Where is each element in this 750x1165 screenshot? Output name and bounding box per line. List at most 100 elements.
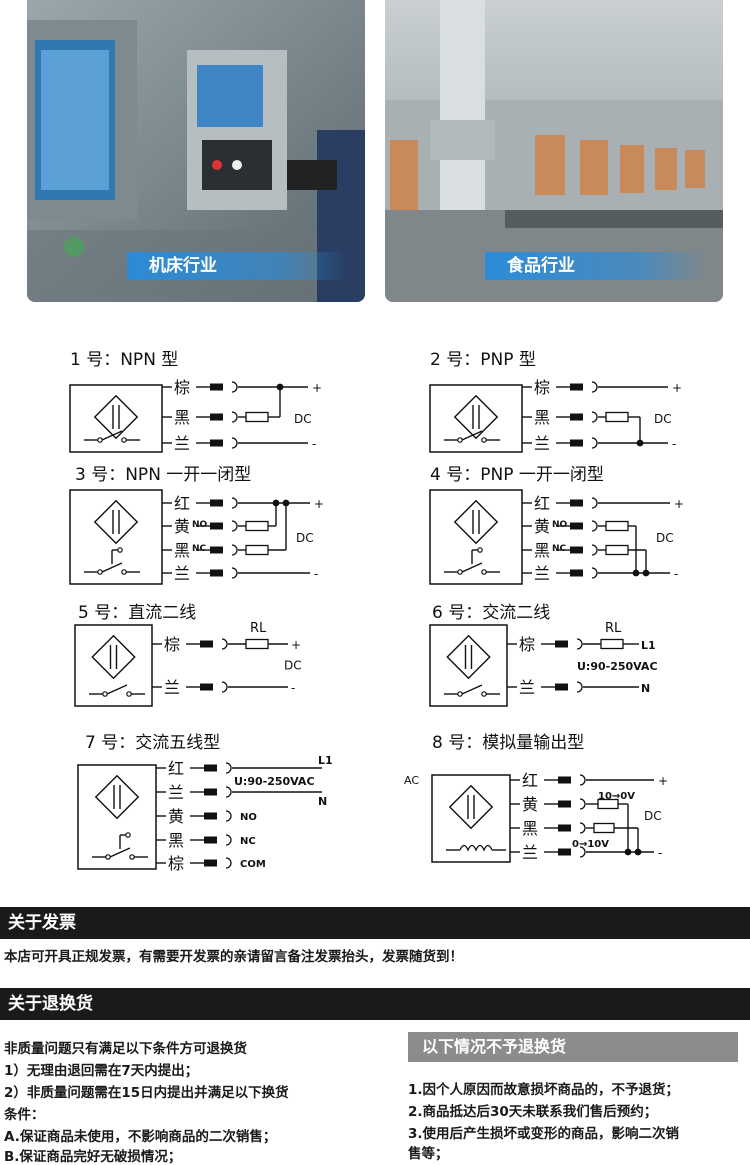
connector-plug: [558, 776, 571, 784]
plus-sign: +: [314, 497, 324, 511]
connector-socket: [231, 437, 238, 449]
switch-blade: [461, 562, 483, 573]
returns-left-line: B.保证商品完好无破损情况；: [4, 1149, 182, 1165]
dc-label: DC: [654, 412, 672, 426]
wire-color-label: 兰: [168, 783, 184, 802]
connector-socket: [591, 437, 598, 449]
connector-plug: [210, 546, 223, 554]
rl-label: RL: [605, 621, 622, 636]
returns-left-line: 非质量问题只有满足以下条件方可退换货: [4, 1041, 247, 1057]
plus-sign: +: [658, 774, 668, 788]
connector-socket: [591, 381, 598, 393]
wire-color-label: 黄: [168, 807, 184, 826]
connector-plug: [558, 824, 571, 832]
wire-color-label: 兰: [519, 678, 535, 697]
diagram-title: 8 号：模拟量输出型: [432, 733, 584, 753]
returns-left-line: A.保证商品未使用，不影响商品的二次销售；: [4, 1129, 277, 1145]
connector-socket: [225, 810, 232, 822]
connector-socket: [579, 846, 586, 858]
diagram-title: 4 号：PNP 一开一闭型: [430, 465, 604, 485]
switch-contact: [457, 691, 463, 697]
wire-color-label: 黑: [174, 541, 190, 560]
connector-plug: [204, 859, 217, 867]
plus-sign: +: [674, 497, 684, 511]
machine-tool-photo: 机床行业: [27, 0, 365, 302]
no-return-line: 售等；: [408, 1146, 449, 1162]
sensor-coil-icon: [93, 394, 139, 440]
connector-plug: [204, 764, 217, 772]
machine-tool-illustration: [27, 0, 365, 302]
connector-socket: [225, 786, 232, 798]
junction-dot: [624, 848, 632, 856]
connector-plug: [555, 683, 568, 691]
connector-socket: [591, 411, 598, 423]
dc-label: DC: [294, 412, 312, 426]
plus-sign: +: [672, 381, 682, 395]
connector-socket: [579, 822, 586, 834]
resistor: [245, 520, 269, 532]
dc-label: DC: [296, 531, 314, 545]
sensor-coil-icon: [94, 774, 140, 820]
range-label: 0→10V: [572, 839, 609, 850]
connector-socket: [231, 411, 238, 423]
n-label: N: [641, 682, 650, 695]
dc-label: DC: [644, 809, 662, 823]
wire-color-label: 黑: [534, 408, 550, 427]
voltage-label: U:90-250VAC: [577, 660, 658, 673]
nc-tag: NC: [192, 544, 207, 554]
sensor-body: [431, 774, 511, 863]
junction-dot: [282, 499, 290, 507]
switch-contact: [481, 569, 487, 575]
diagram-title: 2 号：PNP 型: [430, 350, 536, 370]
connector-socket: [576, 681, 583, 693]
connector-socket: [591, 544, 598, 556]
connector-socket: [591, 520, 598, 532]
connector-socket: [225, 857, 232, 869]
resistor: [605, 520, 629, 532]
wire-color-label: 棕: [534, 378, 550, 397]
connector-plug: [210, 499, 223, 507]
no-return-line: 3.使用后产生损坏或变形的商品，影响二次销: [408, 1126, 680, 1142]
switch-contact: [477, 547, 483, 553]
connector-plug: [570, 413, 583, 421]
connector-socket: [231, 497, 238, 509]
connector-socket: [225, 762, 232, 774]
switch-contact: [97, 569, 103, 575]
wire-color-label: 红: [168, 759, 184, 778]
diagram-title: 5 号：直流二线: [78, 603, 196, 623]
connector-plug: [570, 522, 583, 530]
connector-plug: [204, 836, 217, 844]
no-tag: NO: [192, 520, 208, 530]
returns-left-line: 2）非质量问题需在15日内提出并满足以下换货: [4, 1085, 289, 1101]
junction-dot: [634, 848, 642, 856]
resistor: [600, 638, 624, 650]
connector-socket: [231, 544, 238, 556]
connector-plug: [570, 569, 583, 577]
sensor-coil-icon: [453, 394, 499, 440]
connector-plug: [200, 640, 213, 648]
connector-socket: [579, 774, 586, 786]
returns-left-line: 1）无理由退回需在7天内提出；: [4, 1063, 199, 1079]
returns-left-line: 条件：: [4, 1107, 45, 1123]
diagram-title: 3 号：NPN 一开一闭型: [75, 465, 251, 485]
connector-plug: [558, 800, 571, 808]
connector-socket: [576, 638, 583, 650]
junction-dot: [276, 383, 284, 391]
connector-plug: [555, 640, 568, 648]
wire-color-label: 兰: [174, 434, 190, 453]
wire-color-label: 棕: [519, 635, 535, 654]
switch-blade: [101, 430, 123, 441]
connector-plug: [204, 788, 217, 796]
junction-dot: [642, 569, 650, 577]
output-label: NC: [240, 836, 256, 847]
resistor: [245, 638, 269, 650]
wire-color-label: 棕: [168, 854, 184, 873]
switch-contact: [457, 437, 463, 443]
minus-sign: -: [672, 437, 676, 451]
connector-plug: [570, 439, 583, 447]
connector-plug: [204, 812, 217, 820]
